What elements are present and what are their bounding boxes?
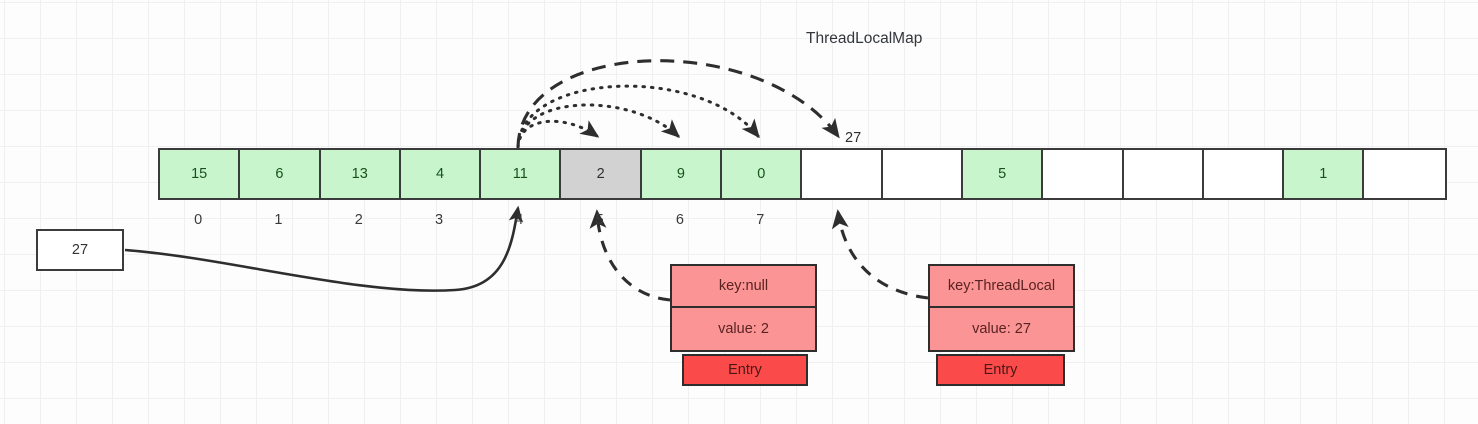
index-label-5: 5: [595, 212, 604, 228]
array-cell-6[interactable]: 9: [641, 150, 723, 198]
array-cell-3[interactable]: 4: [400, 150, 482, 198]
array-cell-value-2: 13: [351, 166, 368, 182]
array-cell-value-3: 4: [436, 166, 445, 182]
entry-stale-key: key:null: [672, 266, 815, 308]
array-cell-0[interactable]: 15: [160, 150, 241, 198]
array-cell-10[interactable]: 5: [962, 150, 1044, 198]
entry-stale[interactable]: key:null value: 2 Entry: [670, 264, 817, 386]
array-cell-value-7: 0: [757, 166, 766, 182]
index-label-7: 7: [756, 212, 765, 228]
index-label-0: 0: [194, 212, 203, 228]
entry-new-tag: Entry: [936, 354, 1065, 386]
index-label-4: 4: [515, 212, 524, 228]
entry-new-value: value: 27: [930, 308, 1073, 350]
thread-local-ref-box[interactable]: 27: [36, 229, 124, 271]
array-cell-11[interactable]: [1043, 150, 1124, 198]
index-label-1: 1: [274, 212, 283, 228]
array-cell-1[interactable]: 6: [240, 150, 321, 198]
array-cell-15[interactable]: [1364, 150, 1445, 198]
array-cell-value-6: 9: [676, 166, 685, 182]
entry-new-key: key:ThreadLocal: [930, 266, 1073, 308]
array-cell-13[interactable]: [1203, 150, 1285, 198]
entry-new-fields: key:ThreadLocal value: 27: [928, 264, 1075, 352]
array-cell-8[interactable]: [802, 150, 883, 198]
probe-arc-to-slot-6: [516, 103, 681, 149]
array-cell-value-5: 2: [596, 166, 605, 182]
array-cell-14[interactable]: 1: [1284, 150, 1365, 198]
array-cell-9[interactable]: [882, 150, 963, 198]
array-cell-7[interactable]: 0: [722, 150, 803, 198]
array-cell-value-14: 1: [1319, 166, 1328, 182]
ref-to-slot-4-connector: [124, 205, 523, 292]
index-label-2: 2: [354, 212, 363, 228]
diagram-title: ThreadLocalMap: [806, 30, 923, 47]
probe-arc-to-slot-8: [516, 59, 840, 148]
entry-new[interactable]: key:ThreadLocal value: 27 Entry: [928, 264, 1075, 386]
entry-stale-fields: key:null value: 2: [670, 264, 817, 352]
array-cell-value-1: 6: [275, 166, 284, 182]
index-label-6: 6: [675, 212, 684, 228]
new-entry-to-slot-8-connector: [831, 209, 929, 300]
index-label-3: 3: [435, 212, 444, 228]
array-cell-12[interactable]: [1123, 150, 1204, 198]
probe-target-label: 27: [845, 130, 862, 146]
array-cell-2[interactable]: 13: [320, 150, 401, 198]
stale-entry-to-slot-5-connector: [589, 209, 671, 302]
thread-local-ref-value: 27: [71, 242, 89, 258]
entry-stale-tag: Entry: [682, 354, 808, 386]
probe-arc-to-slot-7: [516, 84, 760, 149]
array-cell-5[interactable]: 2: [561, 150, 642, 198]
threadlocalmap-table: 15 6 13 4 11 2 9 0 5 1: [158, 148, 1447, 200]
array-cell-4[interactable]: 11: [481, 150, 562, 198]
entry-stale-value: value: 2: [672, 308, 815, 350]
array-cell-value-10: 5: [998, 166, 1007, 182]
array-cell-value-0: 15: [191, 166, 208, 182]
probe-arc-to-slot-5: [516, 119, 600, 149]
array-cell-value-4: 11: [512, 166, 528, 182]
